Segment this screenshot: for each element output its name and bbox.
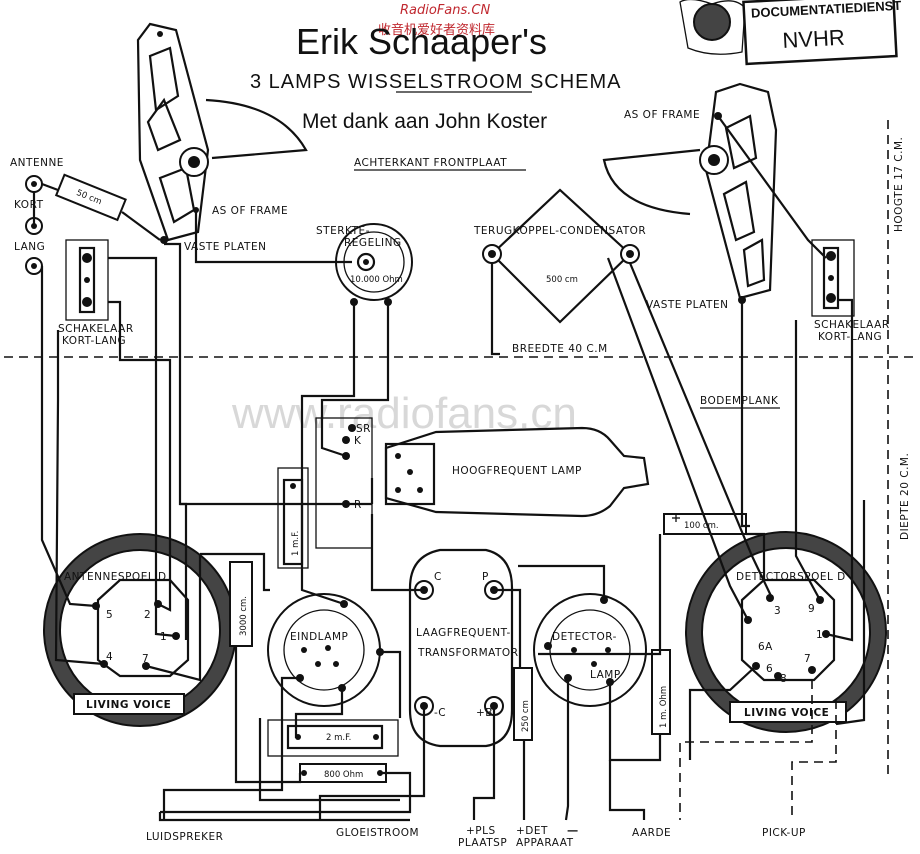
- terugkoppel-label: TERUGKOPPEL-CONDENSATOR: [473, 225, 646, 237]
- k-label: K: [354, 435, 362, 447]
- mohm-label: 1 m. Ohm: [659, 686, 669, 728]
- dpin-9: 9: [808, 603, 815, 615]
- mf2-label: 2 m.F.: [326, 733, 351, 743]
- hf-lamp: [384, 426, 650, 518]
- pin-1: 1: [160, 631, 167, 643]
- terminal-gloeistroom: GLOEISTROOM: [336, 827, 419, 839]
- terminal-plaatsp: PLAATSP: [458, 837, 507, 849]
- page-title: Erik Schaaper's: [296, 21, 547, 62]
- achterkant-label: ACHTERKANT FRONTPLAAT: [354, 157, 507, 169]
- as-of-frame-right-label: AS OF FRAME: [624, 109, 700, 121]
- pin-5: 5: [106, 609, 113, 621]
- laagfreq-label-2: TRANSFORMATOR: [417, 647, 519, 659]
- breedte-label: BREEDTE 40 C.M: [512, 343, 608, 355]
- schakelaar-left-label-1: SCHAKELAAR: [58, 323, 134, 335]
- capacitor-3000cm: 3000 cm.: [229, 561, 253, 647]
- detector-coil: [685, 531, 887, 733]
- living-voice-right: LIVING VOICE: [744, 707, 829, 719]
- terminal-plus-det: +DET: [516, 825, 548, 837]
- as-of-frame-left-label: AS OF FRAME: [212, 205, 288, 217]
- dpin-6: 6: [766, 663, 773, 675]
- terminal-apparaat: APPARAAT: [516, 837, 574, 849]
- terminal-luidspreker: LUIDSPREKER: [146, 831, 223, 843]
- antennespoel-label: ANTENNESPOEL D: [64, 571, 167, 583]
- pin-2: 2: [144, 609, 151, 621]
- p-label: P: [482, 571, 489, 583]
- laagfreq-label-1: LAAGFREQUENT-: [416, 627, 511, 639]
- resistor-1mohm: 1 m. Ohm: [651, 649, 671, 735]
- schakelaar-right-label-2: KORT-LANG: [818, 331, 882, 343]
- hf-lamp-label: HOOGFREQUENT LAMP: [452, 465, 582, 477]
- eindlamp-label: EINDLAMP: [290, 631, 348, 643]
- cm3000-label: 3000 cm.: [239, 596, 249, 636]
- terminal-plus-pls: +PLS: [466, 825, 496, 837]
- detectorspoel-label: DETECTORSPOEL D: [736, 571, 846, 583]
- sr-label: SR: [356, 423, 371, 435]
- sterkte-label-1: STERKTE-: [316, 225, 370, 237]
- kort-label: KORT: [14, 199, 44, 211]
- watermark-top-cn: 收音机爱好者资料库: [378, 22, 495, 38]
- wiring: [32, 115, 866, 822]
- ohm800-label: 800 Ohm: [324, 770, 363, 780]
- c-label: C: [434, 571, 442, 583]
- pot-ohm-label: 10.000 Ohm: [350, 275, 403, 285]
- dpin-7: 7: [804, 653, 811, 665]
- hoogte-label: HOOGTE 17 C.M.: [893, 137, 905, 232]
- detector-lamp-socket: [533, 593, 647, 707]
- mf1-label: 1 m.F.: [291, 531, 301, 556]
- stamp-tube-icon: [693, 3, 731, 41]
- right-band-switch: [811, 239, 855, 317]
- schakelaar-left-label-2: KORT-LANG: [62, 335, 126, 347]
- bodemplank-label: BODEMPLANK: [700, 395, 779, 407]
- pin-7: 7: [142, 653, 149, 665]
- capacitor-250cm: 250 cm: [513, 667, 533, 741]
- vaste-platen-right-label: VASTE PLATEN: [646, 299, 728, 311]
- nvhr-stamp: DOCUMENTATIEDIENST NVHR: [679, 0, 902, 66]
- vaste-platen-left-label: VASTE PLATEN: [184, 241, 266, 253]
- cm-500-label: 500 cm: [546, 275, 578, 285]
- dpin-1: 1: [816, 629, 823, 641]
- terminal-minus: −: [566, 821, 580, 840]
- minus-c-label: -C: [434, 707, 446, 719]
- cm250-label: 250 cm: [521, 700, 531, 732]
- stamp-line2: NVHR: [782, 25, 846, 53]
- terminal-pick-up: PICK-UP: [762, 827, 806, 839]
- living-voice-left: LIVING VOICE: [86, 699, 171, 711]
- reaction-capacitor: [482, 188, 640, 324]
- sterkte-label-2: REGELING: [344, 237, 402, 249]
- detector-label-1: DETECTOR-: [552, 631, 617, 643]
- capacitor-100cm: 100 cm.: [663, 513, 747, 535]
- page-subtitle: 3 LAMPS WISSELSTROOM SCHEMA: [250, 71, 622, 93]
- dpin-3: 3: [774, 605, 781, 617]
- cm100-label: 100 cm.: [684, 521, 719, 531]
- detector-label-2: LAMP: [590, 669, 621, 681]
- output-lamp-socket: [267, 593, 384, 707]
- left-band-switch: [65, 239, 109, 321]
- antenne-label: ANTENNE: [10, 157, 64, 169]
- dpin-6a: 6A: [758, 641, 773, 653]
- antenna-capacitor-50cm: 50 cm: [41, 173, 161, 241]
- lang-label: LANG: [14, 241, 45, 253]
- plus-b-label: +B: [476, 707, 493, 719]
- pin-4: 4: [106, 651, 113, 663]
- diepte-label: DIEPTE 20 C.M.: [899, 453, 911, 540]
- credit-line: Met dank aan John Koster: [302, 110, 547, 133]
- dpin-8: 8: [780, 673, 787, 685]
- capacitor-1mf: 1 m.F.: [277, 467, 309, 569]
- terminal-aarde: AARDE: [632, 827, 671, 839]
- watermark-top: RadioFans.CN: [400, 3, 490, 18]
